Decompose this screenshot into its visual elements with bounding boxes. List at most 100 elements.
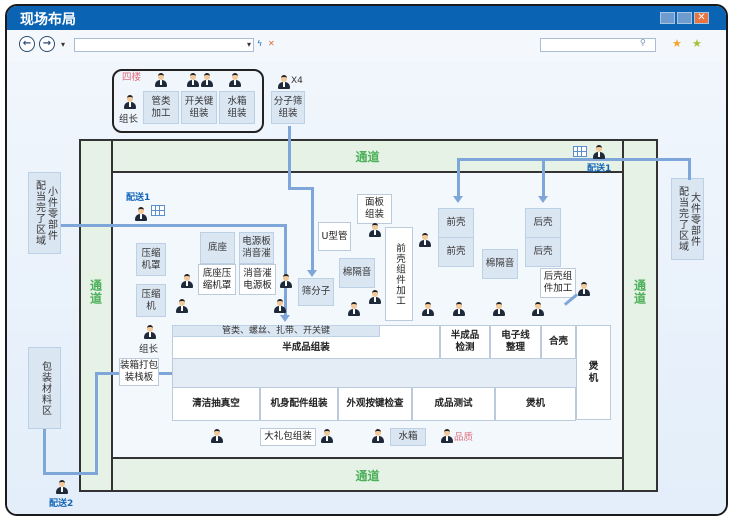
aisle-top: 通道 (355, 150, 380, 164)
person-icon (369, 290, 381, 304)
person-icon (321, 429, 333, 443)
stop-icon[interactable]: ✕ (268, 39, 275, 48)
forward-button[interactable]: → (39, 36, 55, 52)
station-compressor-cover: 压缩 机罩 (136, 243, 166, 276)
station-panel-assembly: 面板 组装 (357, 194, 392, 224)
station-burn-in: 煲机 (495, 387, 576, 421)
station-insulation-1: 棉隔音 (339, 258, 375, 288)
floor4-label: 四楼 (122, 72, 142, 83)
person-icon (348, 302, 360, 316)
address-dropdown-icon[interactable]: ▾ (247, 40, 252, 49)
aisle-left: 通道 (88, 279, 103, 305)
aisle-right: 通道 (632, 279, 647, 305)
add-star-icon[interactable]: ★ (692, 37, 702, 50)
line1-parts-strip: 管类、螺丝、扎带、开关键 (172, 325, 380, 337)
aisle-bottom: 通道 (355, 468, 380, 483)
person-icon (274, 299, 286, 313)
person-icon (155, 73, 167, 87)
person-icon (532, 302, 544, 316)
delivery-route (288, 126, 291, 189)
person-icon (181, 274, 193, 288)
route-arrow (538, 196, 548, 203)
person-icon (372, 429, 384, 443)
station-rear-shell-a: 后壳 (525, 208, 561, 238)
back-button[interactable]: ← (19, 36, 35, 52)
left-area-divider (111, 139, 113, 492)
delivery-route (43, 472, 98, 475)
station-product-test: 成品测试 (412, 387, 495, 421)
person-icon (593, 145, 605, 159)
delivery-route (311, 187, 314, 272)
person-icon (369, 223, 381, 237)
address-input[interactable] (74, 38, 254, 52)
route-arrow (307, 270, 317, 277)
sieve-multiplier: X4 (291, 76, 303, 86)
floor4-group (112, 69, 264, 133)
person-icon (280, 274, 292, 288)
star-icon[interactable]: ★ (672, 37, 682, 50)
station-semi-inspect: 半成品 检测 (440, 325, 490, 359)
station-burn-in-vertical: 煲 机 (576, 325, 611, 420)
station-power-muffler: 电源板 消音漼 (239, 232, 274, 264)
cart-icon (151, 205, 165, 216)
delivery-route (288, 187, 313, 190)
delivery1-label-right: 配送1 (587, 164, 612, 174)
station-base: 底座 (200, 232, 235, 264)
delivery-route (95, 372, 98, 475)
station-front-shell-b: 前壳 (438, 237, 474, 267)
delivery1-label-left: 配送1 (126, 193, 151, 203)
title-bar: 现场布局 ✕ (7, 6, 726, 30)
person-icon (229, 73, 241, 87)
person-icon (187, 73, 199, 87)
line-leader-label: 组长 (139, 344, 159, 355)
small-parts-area: 小件零部件 配当完了区域 (28, 172, 61, 254)
toolbar: ← → ▾ ▾ ϟ ✕ ⚲ ★ ★ (7, 30, 726, 63)
minimize-button[interactable] (660, 12, 675, 24)
person-icon (419, 233, 431, 247)
close-button[interactable]: ✕ (694, 12, 709, 24)
search-input[interactable] (540, 38, 656, 52)
station-sieve-assembly: 分子筛 组装 (271, 91, 305, 124)
person-icon (441, 429, 453, 443)
route-arrow (453, 196, 463, 203)
person-icon (211, 429, 223, 443)
history-dropdown-icon[interactable]: ▾ (61, 40, 66, 49)
route-arrow (280, 315, 290, 322)
person-icon (578, 282, 590, 296)
station-compressor: 压缩 机 (136, 284, 166, 317)
quality-label: 品质 (454, 432, 474, 443)
person-icon (144, 325, 156, 339)
station-accessory-assembly: 机身配件组装 (260, 387, 338, 421)
person-icon (135, 207, 147, 221)
delivery-route (457, 158, 460, 198)
station-clean-vacuum: 清洁抽真空 (172, 387, 260, 421)
search-icon[interactable]: ⚲ (640, 38, 646, 47)
delivery-route (284, 224, 287, 317)
restore-button[interactable] (677, 12, 692, 24)
person-icon (201, 73, 213, 87)
person-icon (422, 302, 434, 316)
station-rear-shell-b: 后壳 (525, 237, 561, 267)
window-title: 现场布局 (20, 12, 76, 28)
station-sieve: 筛分子 (298, 278, 334, 306)
person-icon (124, 95, 136, 109)
station-front-shell-process: 前壳组件加工 (385, 227, 413, 321)
floor4-leader-label: 组长 (119, 114, 139, 125)
station-wire-arrange: 电子线 整理 (490, 325, 541, 359)
person-icon (278, 75, 290, 89)
station-switch-assembly: 开关键 组装 (181, 91, 217, 124)
person-icon (493, 302, 505, 316)
person-icon (56, 480, 68, 494)
delivery-route (542, 158, 545, 198)
delivery-route (95, 372, 119, 375)
line1-main-label: 半成品组装 (282, 342, 330, 353)
station-muffler-power: 消音漼 电源板 (239, 264, 276, 295)
station-front-shell-a: 前壳 (438, 208, 474, 238)
station-u-pipe: U型管 (318, 222, 351, 251)
large-parts-area: 大件零部件 配当完了区域 (671, 178, 704, 260)
station-appearance-check: 外观按键检查 (338, 387, 412, 421)
delivery-route (457, 158, 691, 161)
station-insulation-2: 棉隔音 (482, 249, 518, 279)
right-area-divider (622, 139, 624, 492)
refresh-icon[interactable]: ϟ (257, 39, 263, 48)
